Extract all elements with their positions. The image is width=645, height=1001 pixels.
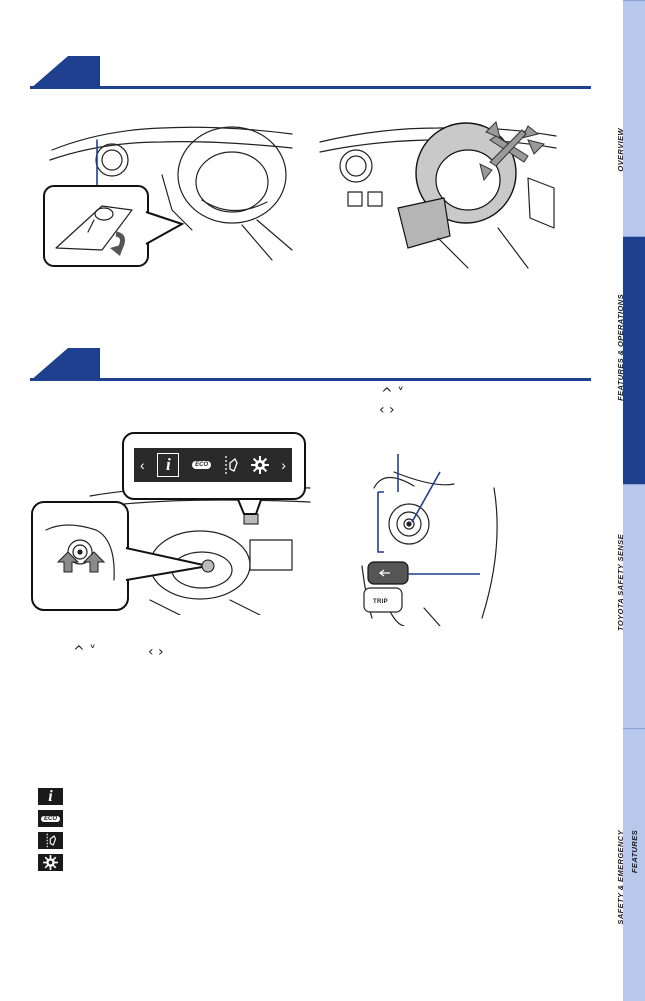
side-tab-features-operations[interactable] <box>623 236 645 485</box>
switch-left-right-glyphs: ‹ › <box>379 402 395 418</box>
settings-gear-icon <box>250 456 269 474</box>
legend-info-icon: i <box>38 788 63 805</box>
display-screen: ‹ i ECO › <box>134 448 292 482</box>
section-2-rule <box>30 378 591 381</box>
display-callout: ‹ i ECO › <box>122 432 306 500</box>
section-2-tab <box>30 348 100 381</box>
display-left-arrow: ‹ <box>140 457 145 473</box>
tilt-telescopic-lever-illustration <box>42 120 297 270</box>
body-left-right-glyphs: ‹ › <box>148 644 164 660</box>
legend-eco-text: ECO <box>40 815 60 822</box>
legend-eco-icon: ECO <box>38 810 63 827</box>
switch-up-down-glyphs: ^ ˅ <box>381 386 405 402</box>
trip-label: TRIP <box>373 599 388 605</box>
side-label-features-operations: FEATURES & OPERATIONS <box>616 294 625 401</box>
info-icon: i <box>157 453 180 477</box>
side-tab-toyota-safety-sense[interactable] <box>623 484 645 729</box>
side-tab-safety-emergency[interactable] <box>623 728 645 1001</box>
section-1-tab <box>30 56 100 89</box>
side-label-toyota-safety-sense: TOYOTA SAFETY SENSE <box>616 534 625 631</box>
driving-support-icon <box>225 456 238 474</box>
side-label-safety-emergency: SAFETY & EMERGENCY FEATURES <box>616 830 639 925</box>
body-up-down-glyphs: ^ ˅ <box>73 644 97 660</box>
display-right-arrow: › <box>281 457 286 473</box>
legend-settings-gear-icon <box>38 854 63 871</box>
steering-adjust-illustration <box>318 118 558 270</box>
eco-icon: ECO <box>192 461 212 469</box>
side-tab-overview[interactable] <box>623 0 645 237</box>
section-1-rule <box>30 86 591 89</box>
legend-driving-support-icon <box>38 832 63 849</box>
steering-switch-illustration <box>354 448 504 626</box>
side-label-overview: OVERVIEW <box>616 128 625 172</box>
